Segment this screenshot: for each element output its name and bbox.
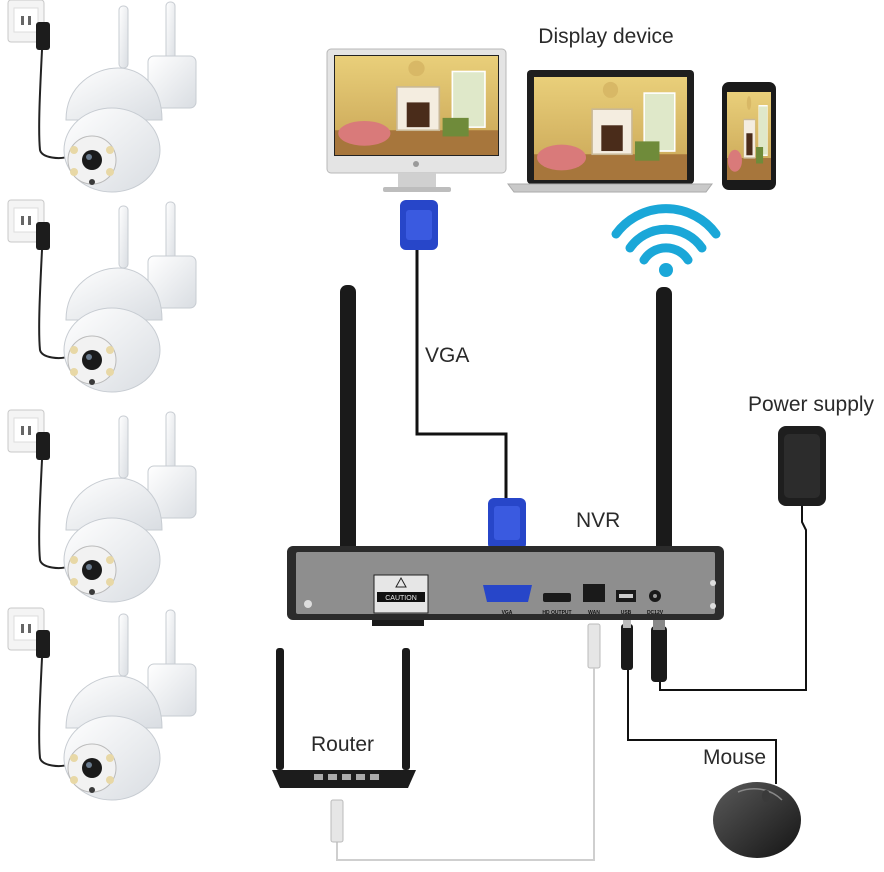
nvr: CAUTION VGA HD OUTPUT WAN USB DC12V	[287, 285, 724, 626]
svg-text:DC12V: DC12V	[647, 610, 664, 616]
network-cable	[330, 623, 601, 861]
mouse-label: Mouse	[703, 746, 766, 769]
camera-3	[7, 409, 197, 603]
router-label: Router	[311, 733, 374, 756]
svg-text:CAUTION: CAUTION	[385, 595, 417, 602]
svg-text:HD OUTPUT: HD OUTPUT	[542, 610, 571, 616]
mouse	[621, 620, 801, 858]
vga-label: VGA	[425, 344, 469, 367]
nvr-label: NVR	[576, 509, 620, 532]
vga-port: VGA	[483, 585, 532, 616]
vga-cable	[400, 200, 526, 550]
desktop-monitor	[326, 48, 507, 192]
dc-port: DC12V	[647, 590, 664, 616]
hd-output-port: HD OUTPUT	[542, 593, 572, 616]
router	[272, 648, 416, 788]
display-device-label: Display device	[538, 25, 673, 48]
svg-text:VGA: VGA	[502, 610, 513, 616]
camera-4	[7, 607, 197, 801]
camera-2	[7, 199, 197, 393]
svg-text:WAN: WAN	[588, 610, 600, 616]
caution-sticker: CAUTION	[373, 574, 429, 614]
laptop	[507, 70, 713, 193]
wifi-icon	[611, 204, 721, 277]
smartphone	[722, 82, 776, 190]
svg-text:USB: USB	[621, 610, 632, 616]
camera-1	[7, 0, 197, 193]
power-adapter	[651, 426, 826, 691]
power-supply-label: Power supply	[748, 393, 875, 416]
usb-port: USB	[616, 590, 636, 616]
wan-port: WAN	[583, 584, 605, 616]
